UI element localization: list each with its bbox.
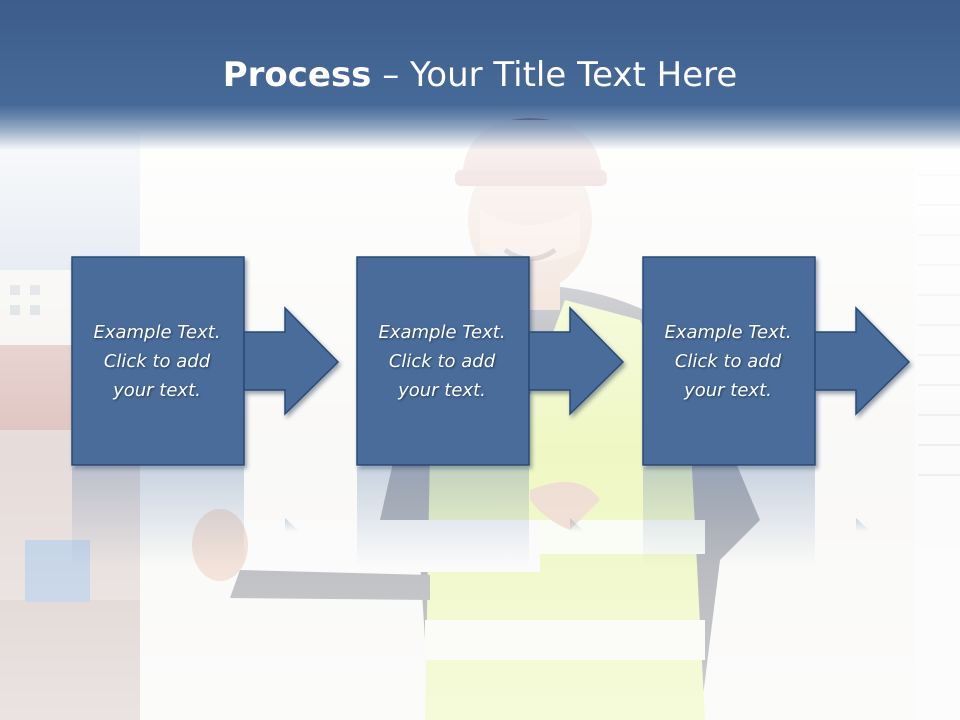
right-arrow-icon (814, 306, 911, 416)
right-arrow-icon (243, 306, 340, 416)
right-arrow-icon (528, 306, 625, 416)
step-label-1: Example Text. Click to add your text. (93, 321, 221, 401)
slide-title[interactable]: Process – Your Title Text Here (0, 52, 960, 98)
title-rest: – Your Title Text Here (371, 55, 738, 95)
title-bold: Process (222, 55, 372, 95)
step-box-3 (642, 256, 911, 466)
step-box-1 (71, 256, 340, 466)
step-text-1[interactable]: Example Text. Click to add your text. (72, 258, 242, 464)
step-text-2[interactable]: Example Text. Click to add your text. (357, 258, 527, 464)
step-text-3[interactable]: Example Text. Click to add your text. (643, 258, 813, 464)
step-label-3: Example Text. Click to add your text. (664, 321, 792, 401)
step-reflection (72, 467, 871, 567)
step-box-2 (356, 256, 625, 466)
step-label-2: Example Text. Click to add your text. (378, 321, 506, 401)
title-bar (0, 0, 960, 150)
